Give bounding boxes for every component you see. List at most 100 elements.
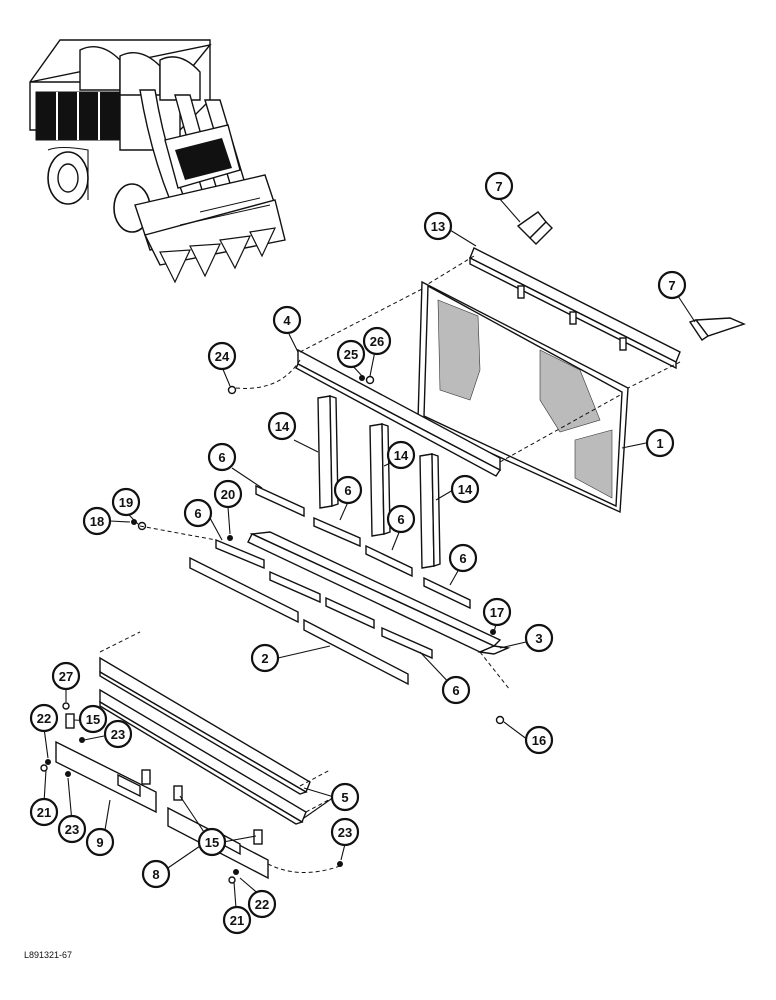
svg-text:24: 24 — [215, 349, 230, 364]
callout-6f: 6 — [441, 675, 471, 705]
svg-text:23: 23 — [338, 825, 352, 840]
top-rail — [469, 247, 681, 370]
strap-c — [365, 544, 413, 578]
screen-panel — [417, 280, 629, 514]
callout-20: 20 — [213, 479, 243, 509]
callout-15b: 15 — [197, 827, 227, 857]
callout-7a: 7 — [484, 171, 514, 201]
callout-3: 3 — [524, 623, 554, 653]
callout-24: 24 — [207, 341, 237, 371]
svg-text:25: 25 — [344, 347, 358, 362]
strap-e — [215, 538, 265, 570]
svg-text:1: 1 — [656, 436, 663, 451]
svg-text:19: 19 — [119, 495, 133, 510]
callout-21a: 21 — [29, 797, 59, 827]
svg-text:22: 22 — [37, 711, 51, 726]
assembly-lines — [99, 255, 681, 874]
svg-text:22: 22 — [255, 897, 269, 912]
strap-d — [423, 576, 471, 610]
callout-23c: 23 — [330, 817, 360, 847]
post-left — [317, 395, 339, 509]
svg-text:5: 5 — [341, 790, 348, 805]
callout-8: 8 — [141, 859, 171, 889]
callout-14b: 14 — [386, 440, 416, 470]
svg-text:18: 18 — [90, 514, 104, 529]
svg-text:26: 26 — [370, 334, 384, 349]
callout-22b: 22 — [247, 889, 277, 919]
svg-text:6: 6 — [218, 450, 225, 465]
svg-text:4: 4 — [283, 313, 291, 328]
svg-text:7: 7 — [668, 278, 675, 293]
svg-text:14: 14 — [458, 482, 473, 497]
callout-1: 1 — [645, 428, 675, 458]
svg-text:7: 7 — [495, 179, 502, 194]
callout-17: 17 — [482, 597, 512, 627]
strap-a — [255, 484, 305, 518]
svg-text:21: 21 — [230, 913, 244, 928]
callout-5: 5 — [330, 782, 360, 812]
svg-text:2: 2 — [261, 651, 268, 666]
bottom-strap-middle — [303, 596, 409, 686]
svg-text:6: 6 — [344, 483, 351, 498]
strap-f — [381, 626, 433, 660]
long-angle-upper — [99, 656, 311, 795]
callout-6b: 6 — [333, 475, 363, 505]
post-right — [419, 453, 441, 569]
bracket-7-top — [516, 211, 553, 245]
callout-18: 18 — [82, 506, 112, 536]
strap-b — [313, 516, 361, 548]
upper-angle — [295, 348, 502, 477]
callout-21b: 21 — [222, 905, 252, 935]
svg-text:15: 15 — [86, 712, 100, 727]
lower-channel — [247, 531, 511, 655]
callout-6d: 6 — [448, 543, 478, 573]
spacer-15-b — [141, 769, 151, 785]
callout-22a: 22 — [29, 703, 59, 733]
plate-9 — [55, 740, 157, 814]
drawing-number: L891321-67 — [24, 950, 72, 960]
callout-6e: 6 — [183, 498, 213, 528]
svg-text:17: 17 — [490, 605, 504, 620]
svg-text:20: 20 — [221, 487, 235, 502]
long-angle-lower — [99, 688, 307, 825]
svg-text:6: 6 — [452, 683, 459, 698]
spacer-15-d — [253, 829, 263, 845]
svg-text:8: 8 — [152, 867, 159, 882]
svg-text:23: 23 — [65, 822, 79, 837]
spacer-15-a — [65, 713, 75, 729]
svg-text:15: 15 — [205, 835, 219, 850]
svg-text:3: 3 — [535, 631, 542, 646]
callout-27: 27 — [51, 661, 81, 691]
callout-6a: 6 — [207, 442, 237, 472]
callouts: 1 2 3 4 5 6 6 6 6 6 6 7 7 8 9 13 14 14 1… — [29, 171, 687, 935]
svg-text:14: 14 — [275, 419, 290, 434]
svg-text:27: 27 — [59, 669, 73, 684]
callout-19: 19 — [111, 487, 141, 517]
svg-text:6: 6 — [459, 551, 466, 566]
callout-23b: 23 — [57, 814, 87, 844]
callout-9: 9 — [85, 827, 115, 857]
hardware — [40, 375, 505, 884]
bottom-strap-left — [189, 556, 321, 624]
callout-14c: 14 — [450, 474, 480, 504]
callout-14a: 14 — [267, 411, 297, 441]
svg-text:13: 13 — [431, 219, 445, 234]
svg-text:9: 9 — [96, 835, 103, 850]
callout-7b: 7 — [657, 270, 687, 300]
callout-16: 16 — [524, 725, 554, 755]
svg-text:14: 14 — [394, 448, 409, 463]
callout-23a: 23 — [103, 719, 133, 749]
callout-6c: 6 — [386, 504, 416, 534]
spacer-15-c — [173, 785, 183, 801]
svg-text:6: 6 — [397, 512, 404, 527]
svg-text:23: 23 — [111, 727, 125, 742]
cotton-picker-illustration — [29, 39, 286, 284]
callout-25: 25 — [336, 339, 366, 369]
bracket-7-right — [688, 317, 746, 341]
callout-26: 26 — [362, 326, 392, 356]
callout-15a: 15 — [78, 704, 108, 734]
svg-text:21: 21 — [37, 805, 51, 820]
callout-13: 13 — [423, 211, 453, 241]
